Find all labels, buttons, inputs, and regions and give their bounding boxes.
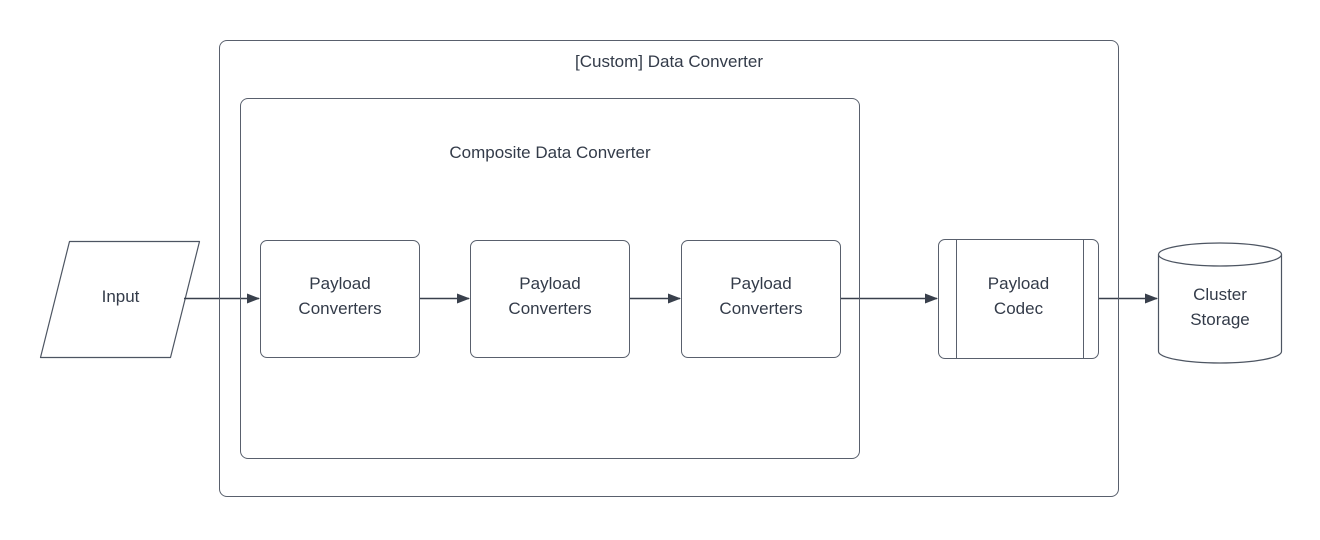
composite-data-converter-container: Composite Data Converter: [240, 98, 860, 459]
payload-converters-node-1: Payload Converters: [260, 240, 420, 358]
payload-codec-label: Payload Codec: [987, 274, 1050, 318]
composite-data-converter-title: Composite Data Converter: [449, 143, 651, 162]
custom-data-converter-container: [Custom] Data Converter: [219, 40, 1119, 497]
codec-right-rule: [1083, 240, 1084, 358]
payload-converters-node-3: Payload Converters: [681, 240, 841, 358]
payload-codec-node: Payload Codec: [938, 239, 1099, 359]
codec-left-rule: [956, 240, 957, 358]
input-node: Input: [41, 241, 200, 358]
cluster-storage-label: Cluster Storage: [1190, 285, 1250, 329]
payload-converters-node-2: Payload Converters: [470, 240, 630, 358]
custom-data-converter-title: [Custom] Data Converter: [574, 52, 763, 71]
payload-converters-label-3: Payload Converters: [719, 274, 803, 318]
cluster-storage-node: Cluster Storage: [1158, 254, 1282, 352]
input-label: Input: [101, 287, 140, 306]
payload-converters-label-2: Payload Converters: [508, 274, 592, 318]
payload-converters-label-1: Payload Converters: [298, 274, 382, 318]
